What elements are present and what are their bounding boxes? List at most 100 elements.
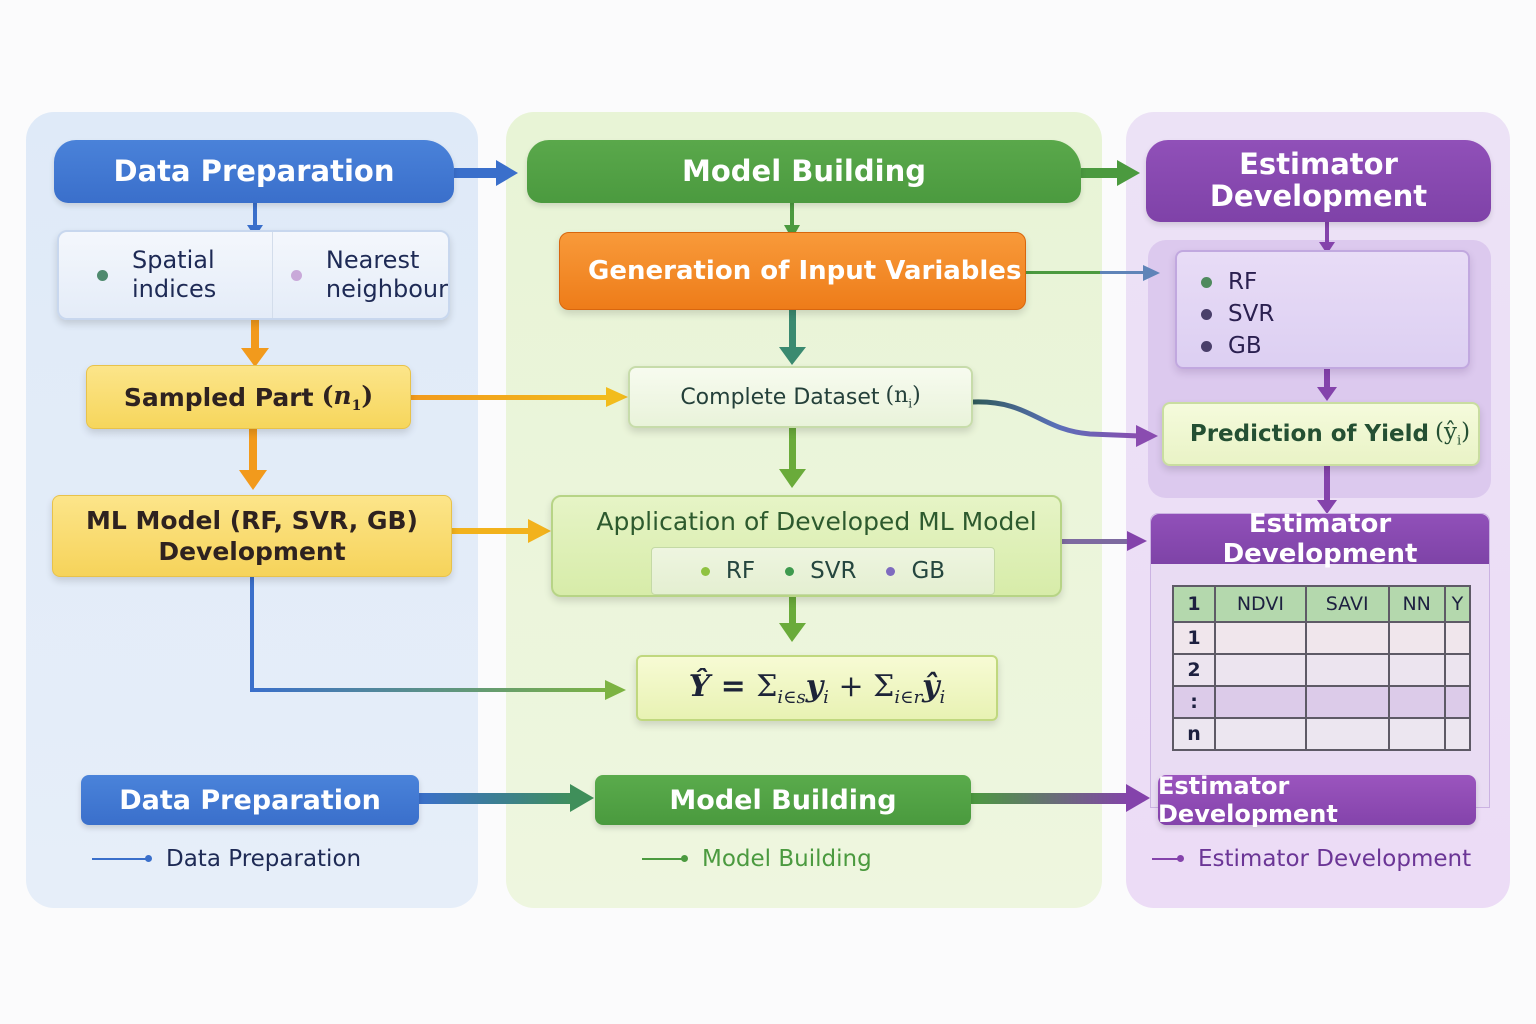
model-building-header-label: Model Building [682,153,926,188]
nearest-neighbour-line-1: Nearest [325,246,420,275]
estimator-header-line-1: Estimator [1239,147,1398,182]
model-item-gb: GB [1201,330,1468,362]
row-label: 1 [1172,621,1216,655]
formula-plus: + [828,668,874,704]
table-cell [1443,653,1472,687]
indices-box: Spatial indices Nearest neighbour [57,230,450,320]
prediction-symbol: (ŷi) [1435,419,1470,449]
table-header-cell: Y [1443,585,1472,623]
table-cell [1387,621,1446,655]
complete-dataset-label: Complete Dataset [680,384,880,410]
table-cell [1214,717,1307,751]
model-label: RF [1228,269,1258,295]
spatial-indices-line-1: Spatial [132,246,215,275]
table-cell [1214,685,1307,719]
table-row: 2 [1172,653,1472,687]
bullet-icon [97,269,108,281]
estimator-model-list-box: RF SVR GB [1175,250,1470,369]
table-cell [1387,685,1446,719]
table-header-cell: NN [1387,585,1446,623]
table-header-cell: 1 [1172,585,1216,623]
formula-term-2: ŷ [922,668,940,704]
complete-dataset-symbol: (ni) [885,383,920,410]
y-hat-subscript: i [1456,433,1462,449]
complete-dataset-box: Complete Dataset (ni) [628,366,973,428]
table-cell [1387,653,1446,687]
row-label: : [1172,685,1216,719]
ni-symbol: (n [885,383,909,409]
model-label: RF [725,558,756,584]
model-label: SVR [1228,301,1275,327]
bottom-dp-label: Data Preparation [119,784,381,816]
bullet-icon [1201,308,1212,320]
ni-close: ) [912,383,921,409]
data-preparation-header-label: Data Preparation [113,153,395,188]
table-cell [1304,685,1390,719]
estimator-table: 1 NDVI SAVI NN Y 1 2 : n [1172,585,1472,751]
formula-sum-1: Σ [756,668,778,704]
table-cell [1304,717,1390,751]
sampled-part-box: Sampled Part (n1) [86,365,411,429]
bottom-ed-label: Estimator Development [1158,772,1338,828]
bullet-icon [785,566,795,576]
ni-subscript: i [908,396,913,411]
table-row: : [1172,685,1472,719]
formula-term-2-sub: i [939,686,946,708]
table-header-cell: NDVI [1214,585,1307,623]
formula-sub-1: i∈s [777,686,806,708]
legend-label: Estimator Development [1198,846,1472,872]
generation-label: Generation of Input Variables [588,256,1022,286]
table-cell [1214,653,1307,687]
table-header-cell: SAVI [1304,585,1390,623]
formula-sum-2: Σ [873,668,895,704]
application-model-list: RF SVR GB [651,547,995,595]
estimator-table-title: Estimator Development [1151,509,1489,569]
bullet-icon [290,269,302,281]
table-row: n [1172,717,1472,751]
formula-term-1: y [805,668,824,704]
bullet-icon [700,566,710,576]
sampled-part-symbol: (n1) [321,380,374,414]
y-hat-close: ) [1461,419,1471,446]
formula-sub-2: i∈r [894,686,923,708]
n-symbol: n [333,380,352,410]
model-label: GB [1228,333,1262,359]
bullet-icon [1201,340,1212,352]
model-building-header: Model Building [527,140,1081,203]
legend-estimator-development: Estimator Development [1152,846,1471,872]
ml-model-line-1: ML Model (RF, SVR, GB) [86,505,418,535]
bottom-model-building-box: Model Building [595,775,971,825]
data-preparation-header: Data Preparation [54,140,454,203]
table-row: 1 [1172,621,1472,655]
bullet-icon [886,566,896,576]
n-subscript: 1 [351,397,362,414]
formula: Ŷ = Σi∈syi + Σi∈rŷi [689,669,946,708]
table-cell [1214,621,1307,655]
model-item-svr: SVR [785,558,856,584]
formula-lhs: Ŷ [688,668,711,704]
table-header-row: 1 NDVI SAVI NN Y [1172,585,1472,623]
legend-arrow-icon [1152,855,1184,862]
estimator-development-header: Estimator Development [1146,140,1491,222]
table-cell [1304,653,1390,687]
legend-arrow-icon [92,855,152,862]
estimator-development-table-box: Estimator Development 1 NDVI SAVI NN Y 1… [1150,509,1490,808]
sampled-part-label: Sampled Part [123,382,314,412]
spatial-indices-line-2: indices [132,275,217,303]
nearest-neighbour-line-2: neighbour [325,275,448,303]
model-label: GB [911,558,946,584]
bottom-data-preparation-box: Data Preparation [81,775,419,825]
table-cell [1304,621,1390,655]
table-cell [1443,685,1472,719]
table-cell [1443,621,1472,655]
prediction-label: Prediction of Yield [1189,421,1430,447]
row-label: n [1172,717,1216,751]
legend-label: Data Preparation [166,846,362,872]
model-item-gb: GB [886,558,945,584]
estimator-header-line-2: Development [1209,179,1428,213]
model-item-rf: RF [700,558,756,584]
ml-model-development-box: ML Model (RF, SVR, GB) Development [52,495,452,577]
legend-data-preparation: Data Preparation [92,846,361,872]
row-label: 2 [1172,653,1216,687]
nearest-neighbour-item: Nearest neighbour [273,232,448,318]
